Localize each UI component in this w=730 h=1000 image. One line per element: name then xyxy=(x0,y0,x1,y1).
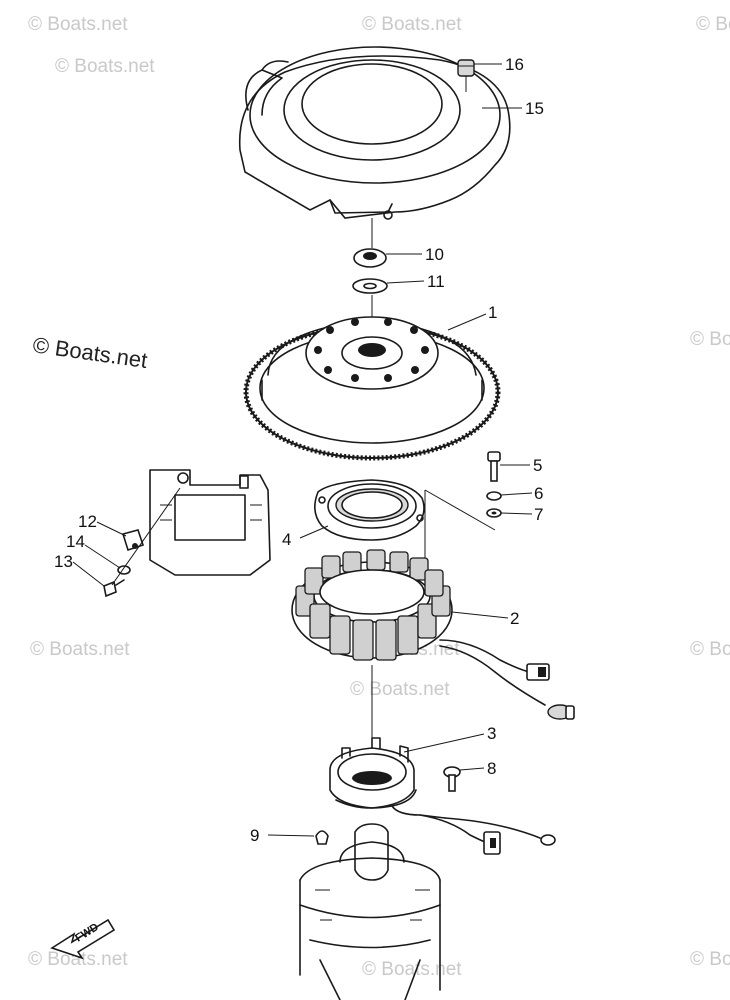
watermark-lower-left: © Boats.net xyxy=(30,639,130,660)
callout-8: 8 xyxy=(487,759,496,778)
callout-3: 3 xyxy=(487,724,496,743)
callout-14: 14 xyxy=(66,532,85,551)
crankshaft-base xyxy=(299,823,441,1000)
screw-alignment-line xyxy=(111,487,181,586)
callout-2: 2 xyxy=(510,609,519,628)
watermark-lower-right: © Boats.net xyxy=(690,639,730,660)
flywheel-nut-part-10 xyxy=(353,248,387,268)
watermark-lower-center-2: © Boats.net xyxy=(350,679,450,700)
callout-5: 5 xyxy=(533,456,542,475)
callout-6: 6 xyxy=(534,484,543,503)
stator-part-2 xyxy=(291,549,575,720)
callout-9: 9 xyxy=(250,826,259,845)
callout-labels: 16 15 10 11 1 5 6 7 4 2 3 8 9 12 14 13 xyxy=(54,55,544,845)
callout-1: 1 xyxy=(488,303,497,322)
watermark-bottom-left: © Boats.net xyxy=(28,949,128,970)
base-plate-part-4 xyxy=(314,479,425,541)
watermark-strong: © Boats.net xyxy=(31,332,149,373)
watermark-top-left-2: © Boats.net xyxy=(55,56,155,77)
watermark-top-center: © Boats.net xyxy=(362,14,462,35)
woodruff-key-part-9 xyxy=(315,830,329,845)
pulser-coil-part-3 xyxy=(329,737,556,855)
washer-part-11 xyxy=(352,278,388,294)
lock-washer-part-6 xyxy=(486,491,502,501)
lead-wire-holder-part-12 xyxy=(121,529,145,552)
callout-4: 4 xyxy=(282,530,291,549)
watermark-mid-right: © Boats.net xyxy=(690,329,730,350)
watermark-bottom-center: © Boats.net xyxy=(362,959,462,980)
callout-13: 13 xyxy=(54,552,73,571)
bolt-part-5 xyxy=(487,451,501,482)
callout-15: 15 xyxy=(525,99,544,118)
leader-lines xyxy=(72,63,533,837)
callout-12: 12 xyxy=(78,512,97,531)
bolt-alignment-lines xyxy=(424,489,496,560)
screw-part-13 xyxy=(103,579,125,598)
grommet-part-16 xyxy=(457,59,475,92)
engine-bracket-outline xyxy=(149,469,271,576)
watermark-bottom-right: © Boats.net xyxy=(690,949,730,970)
callout-16: 16 xyxy=(505,55,524,74)
watermark-top-right: © Boats.net xyxy=(696,14,730,35)
washer-part-7 xyxy=(486,508,502,518)
flywheel-part-1 xyxy=(243,316,501,461)
watermark-top-left: © Boats.net xyxy=(28,14,128,35)
callout-7: 7 xyxy=(534,505,543,524)
callout-11: 11 xyxy=(427,272,445,291)
callout-10: 10 xyxy=(425,245,444,264)
flywheel-cover-part-15 xyxy=(238,46,511,220)
screw-part-8 xyxy=(443,766,461,792)
